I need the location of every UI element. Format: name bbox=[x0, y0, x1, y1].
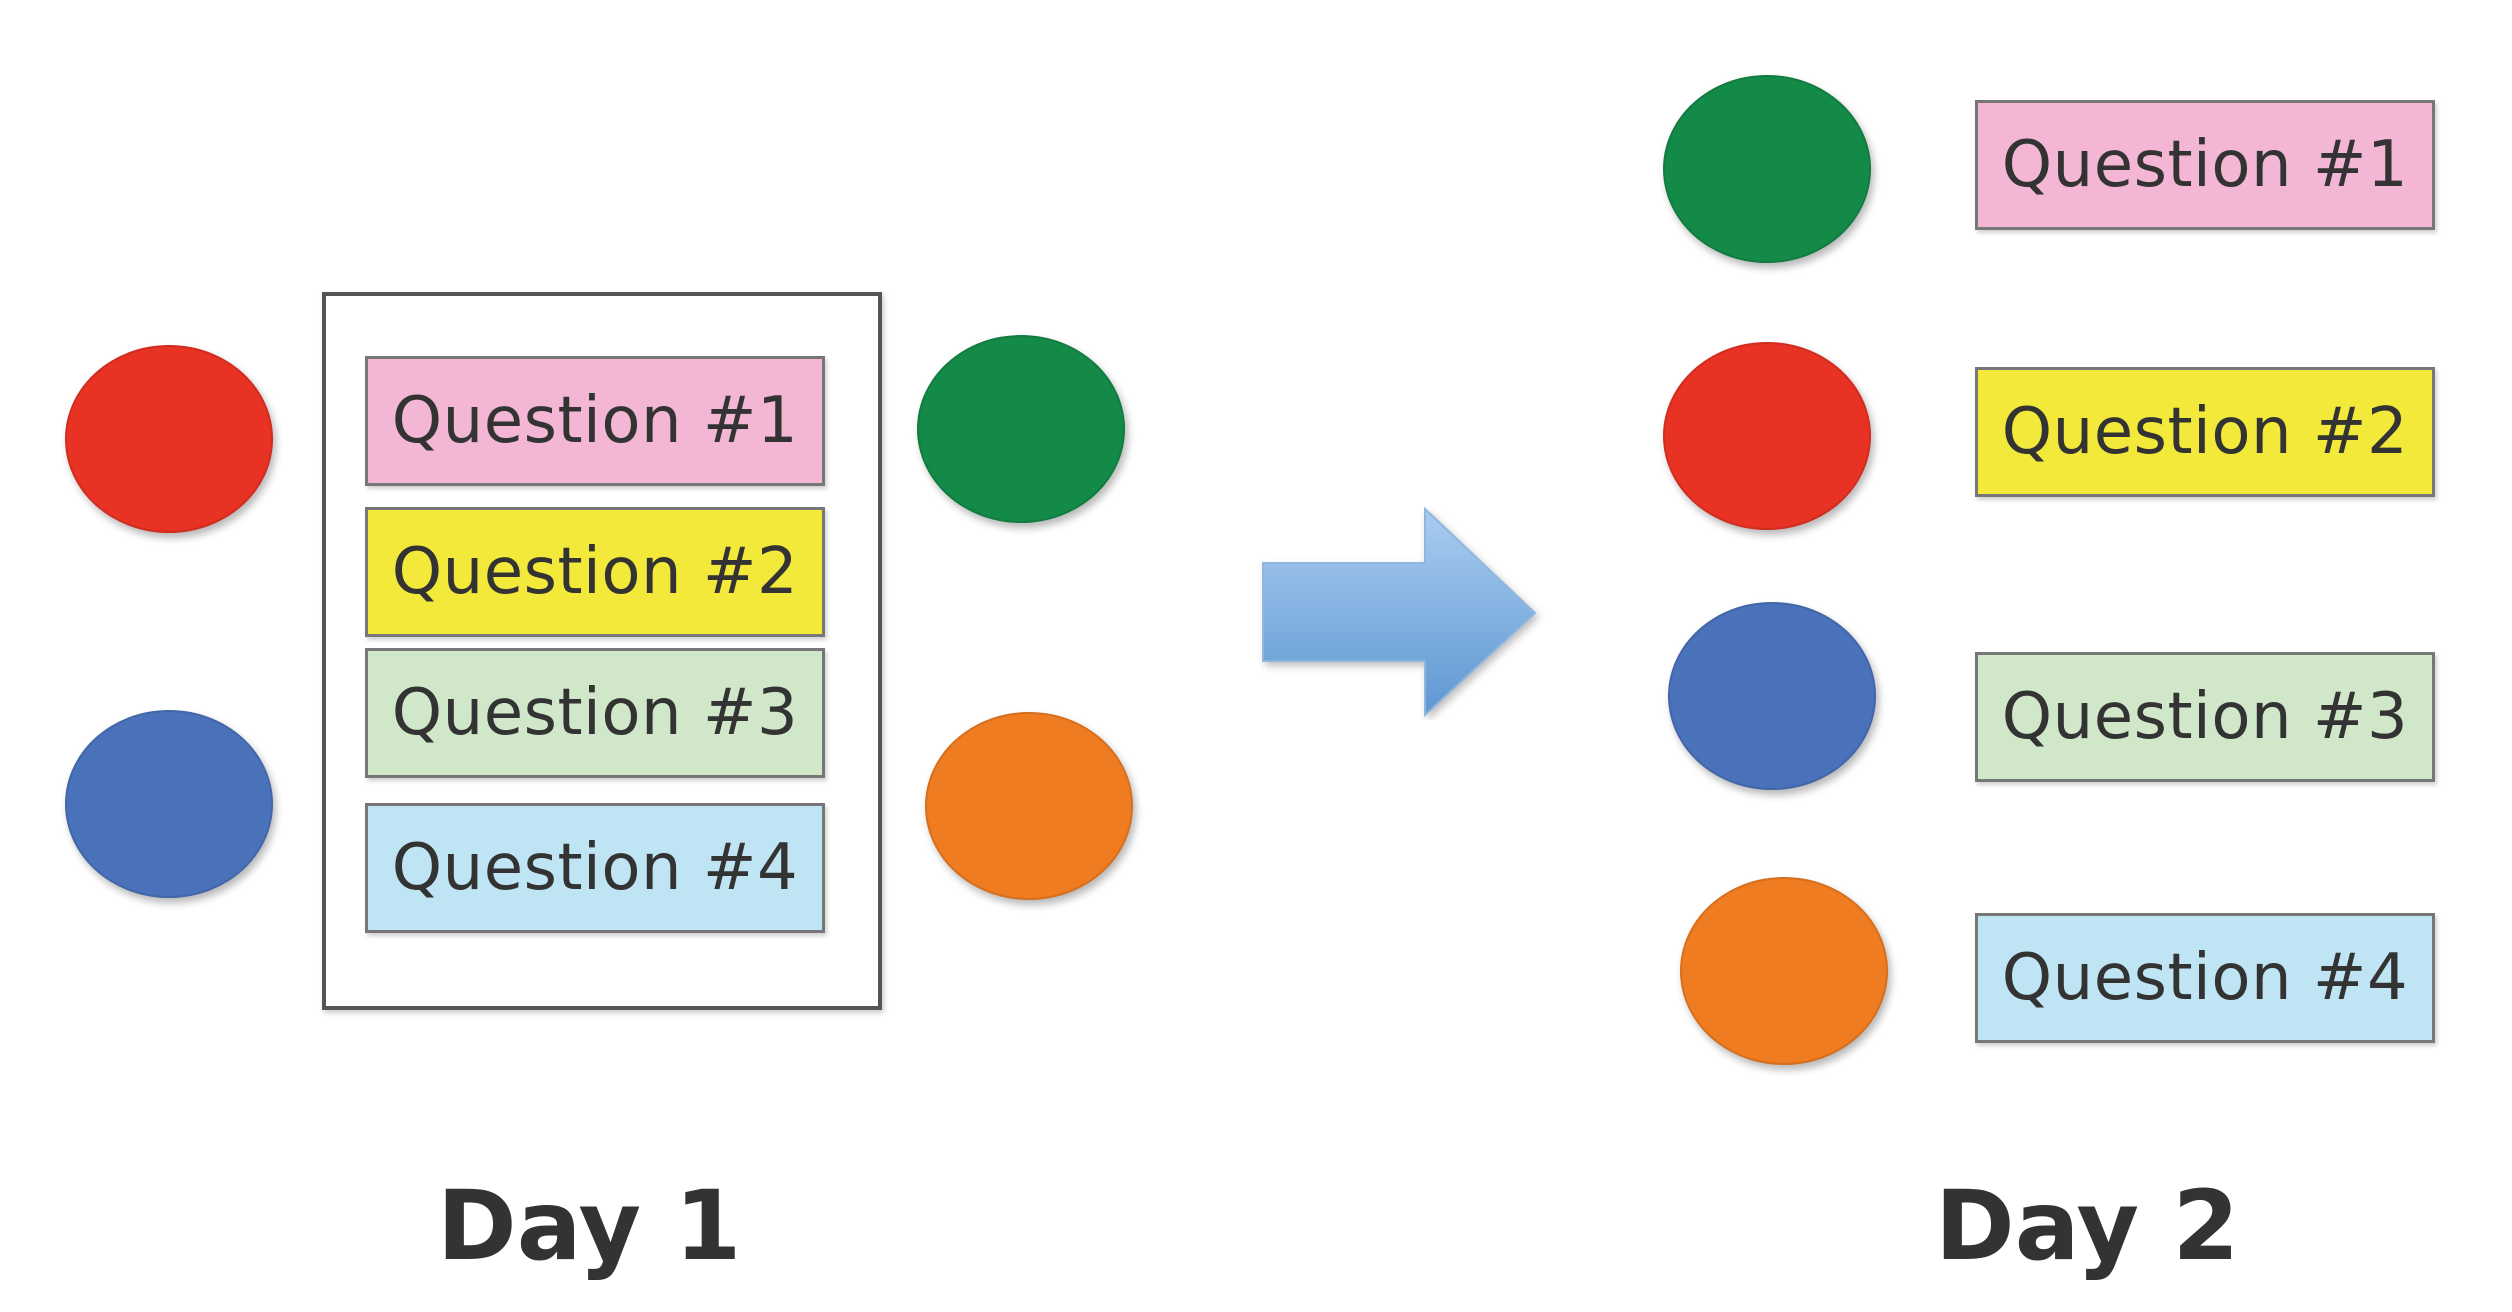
right-arrow-icon bbox=[1262, 506, 1537, 718]
day2-question-1: Question #1 bbox=[1975, 100, 2435, 230]
day2-orange-participant bbox=[1680, 877, 1888, 1065]
day1-blue-participant bbox=[65, 710, 273, 898]
day1-red-participant bbox=[65, 345, 273, 533]
day1-green-participant bbox=[917, 335, 1125, 523]
day2-question-2: Question #2 bbox=[1975, 367, 2435, 497]
day1-question-3: Question #3 bbox=[365, 648, 825, 778]
day2-blue-participant bbox=[1668, 602, 1876, 790]
day2-question-4: Question #4 bbox=[1975, 913, 2435, 1043]
day2-red-participant bbox=[1663, 342, 1871, 530]
day1-question-4: Question #4 bbox=[365, 803, 825, 933]
day2-label: Day 2 bbox=[1935, 1170, 2240, 1282]
day1-question-1: Question #1 bbox=[365, 356, 825, 486]
day1-label: Day 1 bbox=[437, 1170, 742, 1282]
day2-question-3: Question #3 bbox=[1975, 652, 2435, 782]
day2-green-participant bbox=[1663, 75, 1871, 263]
day1-question-2: Question #2 bbox=[365, 507, 825, 637]
day1-orange-participant bbox=[925, 712, 1133, 900]
